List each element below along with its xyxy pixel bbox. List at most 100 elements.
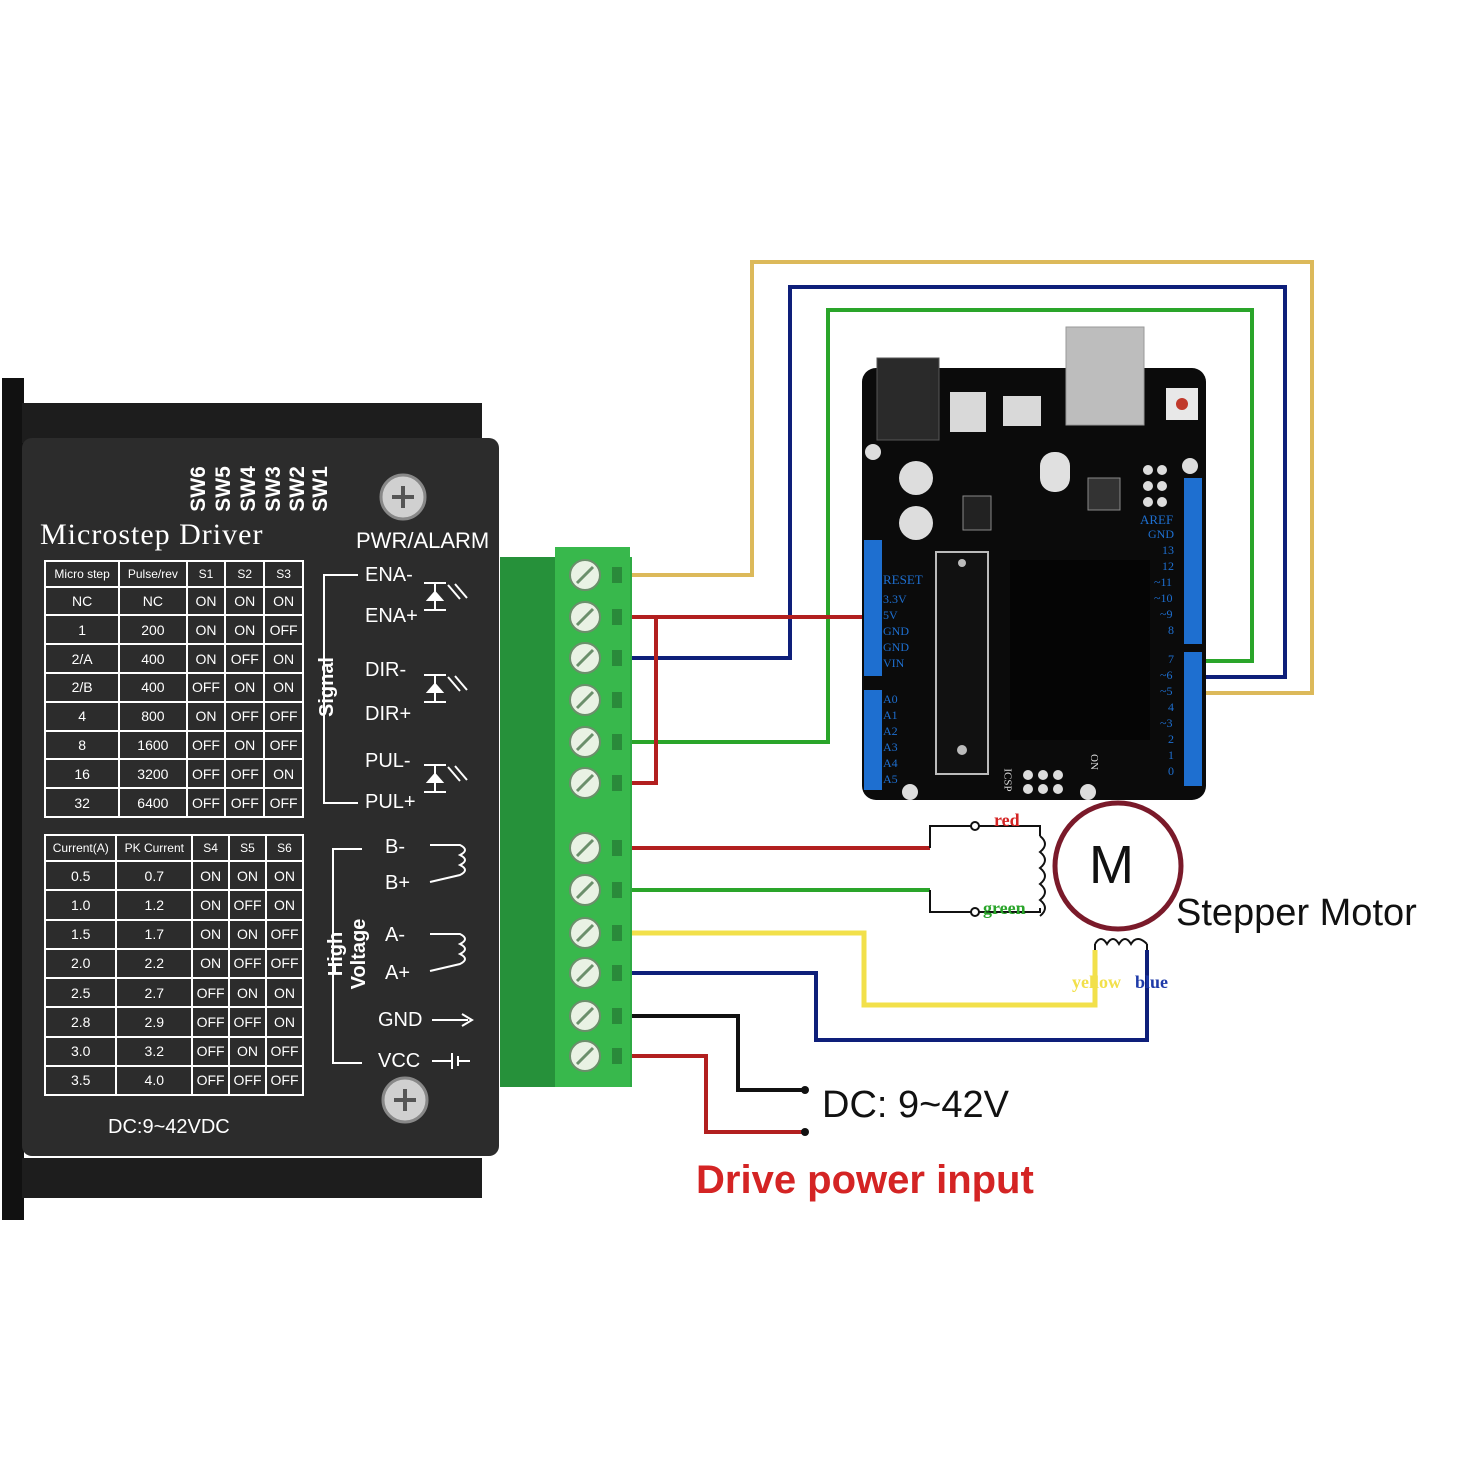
wire-pul-minus xyxy=(630,308,1254,744)
microstep-cell: ON xyxy=(224,614,266,646)
microstep-cell: 400 xyxy=(118,643,188,674)
wire-tag-yellow: yellow xyxy=(1072,972,1121,992)
arduino-pin-aref: AREF xyxy=(1140,512,1174,527)
wire-common-bridge xyxy=(630,617,658,785)
current-cell: 3.2 xyxy=(115,1035,194,1067)
microstep-cell: OFF xyxy=(185,758,227,790)
microstep-cell: 8 xyxy=(43,729,121,761)
microstep-cell: 1600 xyxy=(118,729,188,761)
current-cell: 2.5 xyxy=(43,976,118,1009)
terminal-opening xyxy=(612,734,622,750)
terminal-opening xyxy=(612,609,622,625)
current-cell: ON xyxy=(191,918,231,950)
motor-coil-schematic xyxy=(929,821,1148,950)
microstep-cell: ON xyxy=(185,700,227,732)
terminal-screw-slot xyxy=(575,648,595,668)
arduino-pin-gnd-3: GND xyxy=(1148,527,1174,541)
arduino-pin-12: 12 xyxy=(1162,559,1174,573)
terminal-screw-slot xyxy=(575,1046,595,1066)
arduino-icsp-label: ICSP xyxy=(1001,768,1014,792)
microstep-cell: ON xyxy=(263,758,304,790)
switch-label-sw1: SW1 xyxy=(309,466,332,512)
arduino-pin-9: ~9 xyxy=(1160,607,1173,621)
terminal-screw-slot xyxy=(575,963,595,983)
microstep-cell: ON xyxy=(224,585,266,617)
microstep-cell: OFF xyxy=(224,787,266,818)
microstep-cell: OFF xyxy=(263,787,304,818)
arduino-pin-gnd-2: GND xyxy=(883,640,909,654)
arduino-pin-vin: VIN xyxy=(883,656,905,670)
terminal-label-pul-plus: PUL+ xyxy=(365,791,416,813)
arduino-pin-8: 8 xyxy=(1168,623,1174,637)
wire-tag-green: green xyxy=(983,898,1026,918)
terminal-block xyxy=(500,547,632,1087)
current-cell: 3.0 xyxy=(43,1035,118,1067)
terminal-label-dir-plus: DIR+ xyxy=(365,703,412,725)
motor-letter: M xyxy=(1089,835,1134,895)
arduino-pin-0: 0 xyxy=(1168,764,1174,778)
terminal-label-a-plus: A+ xyxy=(385,962,411,984)
current-cell: OFF xyxy=(228,889,267,921)
arduino-pin-a2: A2 xyxy=(883,724,898,738)
microstep-cell: ON xyxy=(224,671,266,703)
microstep-cell: ON xyxy=(185,585,227,617)
current-cell: ON xyxy=(265,1006,304,1038)
microstep-cell: NC xyxy=(43,585,121,617)
wire-tag-blue: blue xyxy=(1135,972,1169,992)
microstep-cell: NC xyxy=(118,585,188,617)
arduino-on-label: ON xyxy=(1087,754,1100,770)
arduino-pin-reset: RESET xyxy=(883,572,923,587)
terminal-screw-slot xyxy=(575,923,595,943)
current-cell: 2.8 xyxy=(43,1006,118,1038)
driver-supply-label: DC:9~42VDC xyxy=(108,1116,230,1138)
microstep-header-0: Micro step xyxy=(43,560,121,588)
current-cell: OFF xyxy=(265,1035,304,1067)
current-cell: 1.2 xyxy=(115,889,194,921)
arduino-pin-a3: A3 xyxy=(883,740,898,754)
current-cell: ON xyxy=(191,859,231,892)
microstep-cell: 3200 xyxy=(118,758,188,790)
microstep-cell: 800 xyxy=(118,700,188,732)
terminal-label-ena-minus: ENA- xyxy=(365,564,413,586)
arduino-pin-a5: A5 xyxy=(883,772,898,786)
arduino-pin-2: 2 xyxy=(1168,732,1174,746)
wire-power-red xyxy=(630,1054,805,1134)
microstep-cell: OFF xyxy=(185,787,227,818)
wire-tag-red: red xyxy=(994,810,1020,830)
arduino-pin-4: 4 xyxy=(1168,700,1174,714)
arduino-pin-10: ~10 xyxy=(1154,591,1173,605)
terminal-opening xyxy=(612,650,622,666)
microstep-cell: 6400 xyxy=(118,787,188,818)
motor-circle xyxy=(1052,800,1184,932)
current-cell: OFF xyxy=(191,1064,231,1097)
pwr-alarm-label: PWR/ALARM xyxy=(356,528,490,553)
current-cell: 1.0 xyxy=(43,889,118,921)
current-cell: OFF xyxy=(265,1064,304,1097)
current-cell: OFF xyxy=(191,976,231,1009)
current-header-2: S4 xyxy=(191,834,231,862)
current-cell: 1.5 xyxy=(43,918,118,950)
switch-label-sw3: SW3 xyxy=(262,466,285,512)
current-cell: OFF xyxy=(228,947,267,980)
high-voltage-label: High Voltage xyxy=(325,918,370,990)
microstep-cell: 16 xyxy=(43,758,121,790)
current-cell: OFF xyxy=(265,918,304,950)
wire-motor-blue xyxy=(630,950,1149,1042)
microstep-cell: 2/A xyxy=(43,643,121,674)
switch-label-sw5: SW5 xyxy=(212,466,235,512)
current-cell: 4.0 xyxy=(115,1064,194,1097)
wire-dir-minus xyxy=(630,285,1287,679)
terminal-opening xyxy=(612,567,622,583)
microstep-cell: ON xyxy=(263,643,304,674)
current-cell: ON xyxy=(228,1035,267,1067)
